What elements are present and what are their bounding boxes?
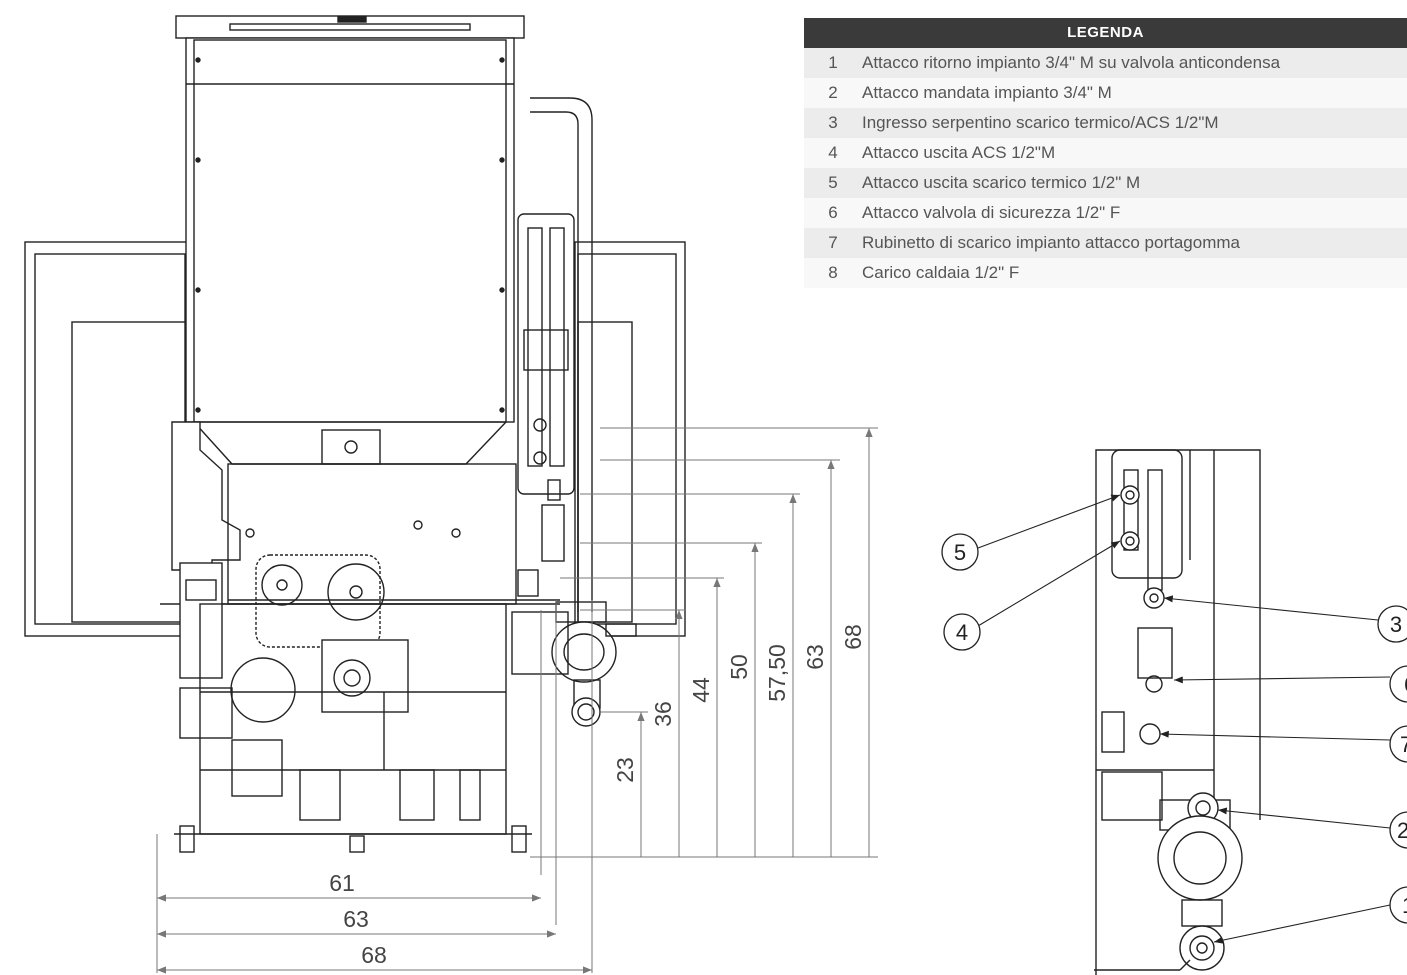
- callout-label-2: 2: [1397, 818, 1407, 843]
- dim-label-width-63: 63: [343, 906, 369, 932]
- legend-description: Attacco uscita scarico termico 1/2" M: [862, 173, 1141, 192]
- dimension-arrows: [157, 428, 873, 974]
- connections-detail-view: [1094, 449, 1261, 975]
- legend-rows: 1 Attacco ritorno impianto 3/4" M su valv…: [804, 48, 1407, 288]
- legend-description: Attacco valvola di sicurezza 1/2" F: [862, 203, 1121, 222]
- callout-circle-4: [943, 613, 981, 651]
- legend-description: Attacco ritorno impianto 3/4" M su valvo…: [862, 53, 1281, 72]
- callout-circle-5: [941, 533, 979, 571]
- callout-label-6: 6: [1404, 672, 1407, 697]
- legend-row: 3 Ingresso serpentino scarico termico/ACS…: [804, 108, 1407, 138]
- callout-leaders: [977, 494, 1391, 944]
- callout-label-1: 1: [1402, 893, 1407, 918]
- callout-circle-6: [1389, 665, 1407, 703]
- legend-row: 4 Attacco uscita ACS 1/2"M: [804, 138, 1407, 168]
- legend-description: Rubinetto di scarico impianto attacco po…: [862, 233, 1240, 252]
- callout-circle-3: [1377, 605, 1407, 643]
- legend-table: LEGENDA 1 Attacco ritorno impianto 3/4" M…: [804, 18, 1407, 288]
- dim-label-50: 50: [726, 654, 752, 680]
- legend-number: 2: [828, 83, 838, 102]
- dim-label-36: 36: [650, 701, 676, 727]
- legend-number: 7: [828, 233, 838, 252]
- legend-description: Carico caldaia 1/2" F: [862, 263, 1020, 282]
- legend-title: LEGENDA: [804, 18, 1407, 48]
- legend-number: 3: [828, 113, 838, 132]
- callout-label-5: 5: [954, 540, 966, 565]
- callout-circle-1: [1389, 886, 1407, 924]
- legend-row: 2 Attacco mandata impianto 3/4" M: [804, 78, 1407, 108]
- legend-number: 4: [828, 143, 838, 162]
- dimension-lines: [156, 427, 878, 973]
- legend-row: 5 Attacco uscita scarico termico 1/2" M: [804, 168, 1407, 198]
- boiler-front-view: [24, 15, 686, 853]
- legend-number: 5: [828, 173, 838, 192]
- legend-row: 7 Rubinetto di scarico impianto attacco p…: [804, 228, 1407, 258]
- legend-description: Attacco uscita ACS 1/2"M: [862, 143, 1056, 162]
- dimension-labels: 23 36 44 50 57,50 63 68 61 63 68: [329, 624, 866, 968]
- dim-label-68: 68: [840, 624, 866, 650]
- legend-description: Ingresso serpentino scarico termico/ACS …: [862, 113, 1219, 132]
- dim-label-63: 63: [802, 644, 828, 670]
- legend-row: 1 Attacco ritorno impianto 3/4" M su valv…: [804, 48, 1407, 78]
- callout-label-7: 7: [1400, 732, 1407, 757]
- callout-circle-7: [1389, 725, 1407, 763]
- dim-label-44: 44: [688, 677, 714, 703]
- legend-number: 8: [828, 263, 838, 282]
- legend-row: 6 Attacco valvola di sicurezza 1/2" F: [804, 198, 1407, 228]
- dim-label-57-50: 57,50: [764, 644, 790, 702]
- callout-label-3: 3: [1390, 612, 1402, 637]
- dim-label-width-68: 68: [361, 942, 387, 968]
- dim-label-23: 23: [612, 757, 638, 783]
- legend-description: Attacco mandata impianto 3/4" M: [862, 83, 1112, 102]
- legend-number: 1: [828, 53, 838, 72]
- legend-row: 8 Carico caldaia 1/2" F: [804, 258, 1407, 288]
- callout-circle-2: [1389, 811, 1407, 849]
- dim-label-width-61: 61: [329, 870, 355, 896]
- callout-label-4: 4: [956, 620, 968, 645]
- legend-number: 6: [828, 203, 838, 222]
- callouts: 5 4 3 6 7 2 1: [941, 533, 1407, 924]
